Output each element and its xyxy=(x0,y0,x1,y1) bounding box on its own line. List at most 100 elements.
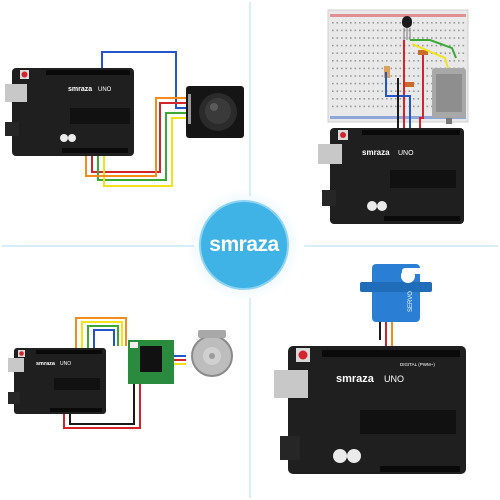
breadboard-hole xyxy=(368,60,370,62)
breadboard-hole xyxy=(390,82,393,85)
breadboard-hole xyxy=(399,105,402,108)
breadboard-hole xyxy=(341,29,343,32)
breadboard-hole xyxy=(395,29,397,32)
breadboard-hole xyxy=(345,29,348,32)
breadboard-hole xyxy=(386,37,388,39)
breadboard-hole xyxy=(368,105,370,108)
breadboard-hole xyxy=(408,52,411,54)
breadboard-hole xyxy=(350,98,352,100)
breadboard-hole xyxy=(426,37,429,39)
board-brand-label: smraza xyxy=(36,361,56,367)
breadboard-hole xyxy=(426,105,429,108)
breadboard-hole xyxy=(336,44,339,47)
breadboard-hole xyxy=(449,37,451,39)
breadboard-hole xyxy=(458,52,460,54)
breadboard-hole xyxy=(399,82,402,85)
breadboard-hole xyxy=(341,82,343,85)
stepper-wires xyxy=(63,317,141,429)
reset-button-icon xyxy=(19,351,24,356)
breadboard-hole xyxy=(372,60,375,62)
breadboard-hole xyxy=(341,98,343,100)
breadboard-hole xyxy=(363,75,366,77)
breadboard-hole xyxy=(395,67,397,70)
usb-port-icon xyxy=(8,358,24,372)
breadboard-hole xyxy=(363,90,366,92)
breadboard-hole xyxy=(368,22,370,24)
breadboard-hole xyxy=(341,22,343,24)
joystick-wires xyxy=(85,51,190,187)
breadboard-hole xyxy=(413,37,415,39)
breadboard-hole xyxy=(350,52,352,54)
breadboard-hole xyxy=(381,22,384,24)
breadboard-hole xyxy=(350,67,352,70)
breadboard-hole xyxy=(345,75,348,77)
breadboard-hole xyxy=(336,52,339,54)
breadboard-hole xyxy=(377,60,379,62)
breadboard-hole xyxy=(341,90,343,92)
breadboard-hole xyxy=(408,37,411,39)
breadboard-hole xyxy=(332,82,334,85)
breadboard-hole xyxy=(359,75,361,77)
breadboard-hole xyxy=(332,105,334,108)
breadboard-hole xyxy=(453,22,456,24)
breadboard-hole xyxy=(399,90,402,92)
breadboard-hole xyxy=(431,37,433,39)
breadboard-hole xyxy=(453,37,456,39)
breadboard-hole xyxy=(399,52,402,54)
breadboard-hole xyxy=(368,82,370,85)
breadboard-hole xyxy=(350,105,352,108)
breadboard-hole xyxy=(395,60,397,62)
breadboard-hole xyxy=(336,98,339,100)
board-brand-label: smraza xyxy=(362,148,390,157)
breadboard-hole xyxy=(332,90,334,92)
breadboard-hole xyxy=(431,105,433,108)
breadboard-hole xyxy=(390,75,393,77)
breadboard-hole xyxy=(341,105,343,108)
breadboard-hole xyxy=(354,44,357,47)
breadboard-hole xyxy=(345,105,348,108)
breadboard-hole xyxy=(345,22,348,24)
breadboard-hole xyxy=(341,60,343,62)
breadboard-hole xyxy=(350,44,352,47)
breadboard-hole xyxy=(336,22,339,24)
breadboard-hole xyxy=(354,98,357,100)
breadboard-hole xyxy=(431,90,433,92)
breadboard-hole xyxy=(417,37,420,39)
breadboard-hole xyxy=(417,90,420,92)
board-model-label: UNO xyxy=(98,87,112,93)
board-brand-label: smraza xyxy=(336,373,375,385)
breadboard-hole xyxy=(363,105,366,108)
breadboard-hole xyxy=(458,37,460,39)
breadboard-hole xyxy=(417,98,420,100)
breadboard-hole xyxy=(440,60,442,62)
board-model-label: UNO xyxy=(384,374,404,384)
arduino-board-top-left: smraza UNO xyxy=(5,68,134,156)
breadboard-hole xyxy=(395,82,397,85)
brand-logo-text: smraza xyxy=(209,233,279,256)
reset-button-icon xyxy=(340,132,346,138)
breadboard-hole xyxy=(377,105,379,108)
breadboard-hole xyxy=(354,105,357,108)
breadboard-hole xyxy=(368,44,370,47)
breadboard-hole xyxy=(377,98,379,100)
breadboard-hole xyxy=(332,60,334,62)
board-brand-label: smraza xyxy=(68,86,92,93)
breadboard-hole xyxy=(399,60,402,62)
breadboard-hole xyxy=(372,52,375,54)
breadboard-hole xyxy=(336,29,339,32)
breadboard-hole xyxy=(444,22,447,24)
breadboard-hole xyxy=(431,98,433,100)
usb-port-icon xyxy=(318,144,342,164)
breadboard-hole xyxy=(381,105,384,108)
breadboard-hole xyxy=(332,37,334,39)
breadboard-hole xyxy=(426,90,429,92)
breadboard-hole xyxy=(341,75,343,77)
breadboard-hole xyxy=(372,82,375,85)
breadboard-hole xyxy=(377,22,379,24)
breadboard-hole xyxy=(413,60,415,62)
breadboard-hole xyxy=(462,60,465,62)
breadboard-hole xyxy=(413,105,415,108)
breadboard-hole xyxy=(345,37,348,39)
breadboard-hole xyxy=(332,98,334,100)
servo-icon: SERVO xyxy=(360,264,436,322)
